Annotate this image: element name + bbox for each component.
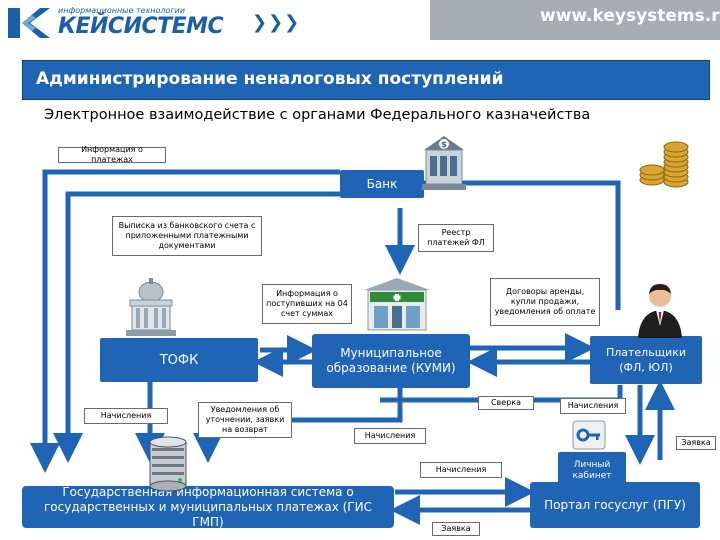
connector-bank-left-inner bbox=[53, 191, 340, 463]
callout-clarification: Уведомления об уточнении, заявки на возв… bbox=[198, 402, 292, 438]
tofk-node: ТОФК bbox=[100, 338, 258, 382]
callout-received-sums: Информация о поступивших на 04 счет сумм… bbox=[262, 284, 352, 324]
callout-accruals-payers: Начисления bbox=[560, 398, 626, 414]
gis-gmp-node: Государственная информационная система о… bbox=[22, 485, 394, 529]
database-server-icon bbox=[149, 436, 187, 492]
businessman-icon bbox=[638, 284, 682, 338]
connector-bank-left-outer bbox=[30, 169, 340, 473]
pharmacy-building-icon bbox=[364, 278, 430, 331]
site-url[interactable]: www.keysystems.ru bbox=[540, 6, 720, 26]
page-subtitle: Электронное взаимодействие с органами Фе… bbox=[44, 107, 591, 123]
title-bar bbox=[22, 60, 710, 100]
bank-building-icon: $ bbox=[422, 136, 466, 190]
gold-coins-icon bbox=[639, 141, 689, 188]
bank-node: Банк bbox=[340, 170, 424, 198]
page-title: Администрирование неналоговых поступлени… bbox=[36, 69, 504, 89]
callout-request-bottom: Заявка bbox=[432, 522, 480, 536]
svg-text:$: $ bbox=[441, 140, 447, 149]
connector-bank-right bbox=[424, 180, 621, 310]
callout-request-right: Заявка bbox=[676, 436, 716, 450]
cabinet-node: Личный кабинет bbox=[558, 452, 626, 490]
keysystems-logo-icon bbox=[8, 8, 50, 38]
callout-accruals-tofk: Начисления bbox=[84, 408, 168, 424]
connector-kumi-gis bbox=[193, 388, 403, 463]
callout-contracts: Договоры аренды, купли продажи, уведомле… bbox=[490, 278, 600, 326]
logo-tagline: информационные технологии bbox=[58, 6, 186, 15]
logo-arrows-icon: ❯❯❯ bbox=[252, 12, 301, 33]
callout-bank-statement: Выписка из банковского счета с приложенн… bbox=[112, 216, 262, 256]
site-band bbox=[430, 0, 720, 40]
logo-name: КЕЙСИСТЕМС bbox=[58, 14, 224, 39]
callout-accruals-kumi: Начисления bbox=[354, 428, 426, 444]
key-card-icon bbox=[572, 420, 606, 450]
payers-node: Плательщики (ФЛ, ЮЛ) bbox=[590, 336, 702, 384]
kumi-node: Муниципальное образование (КУМИ) bbox=[312, 334, 470, 388]
callout-reconciliation: Сверка bbox=[478, 396, 534, 410]
callout-accruals-gis: Начисления bbox=[420, 462, 502, 478]
callout-registry: Реестр платежей ФЛ bbox=[418, 224, 494, 252]
treasury-building-icon bbox=[126, 278, 176, 336]
callout-payments-info: Информация о платежах bbox=[58, 145, 166, 164]
